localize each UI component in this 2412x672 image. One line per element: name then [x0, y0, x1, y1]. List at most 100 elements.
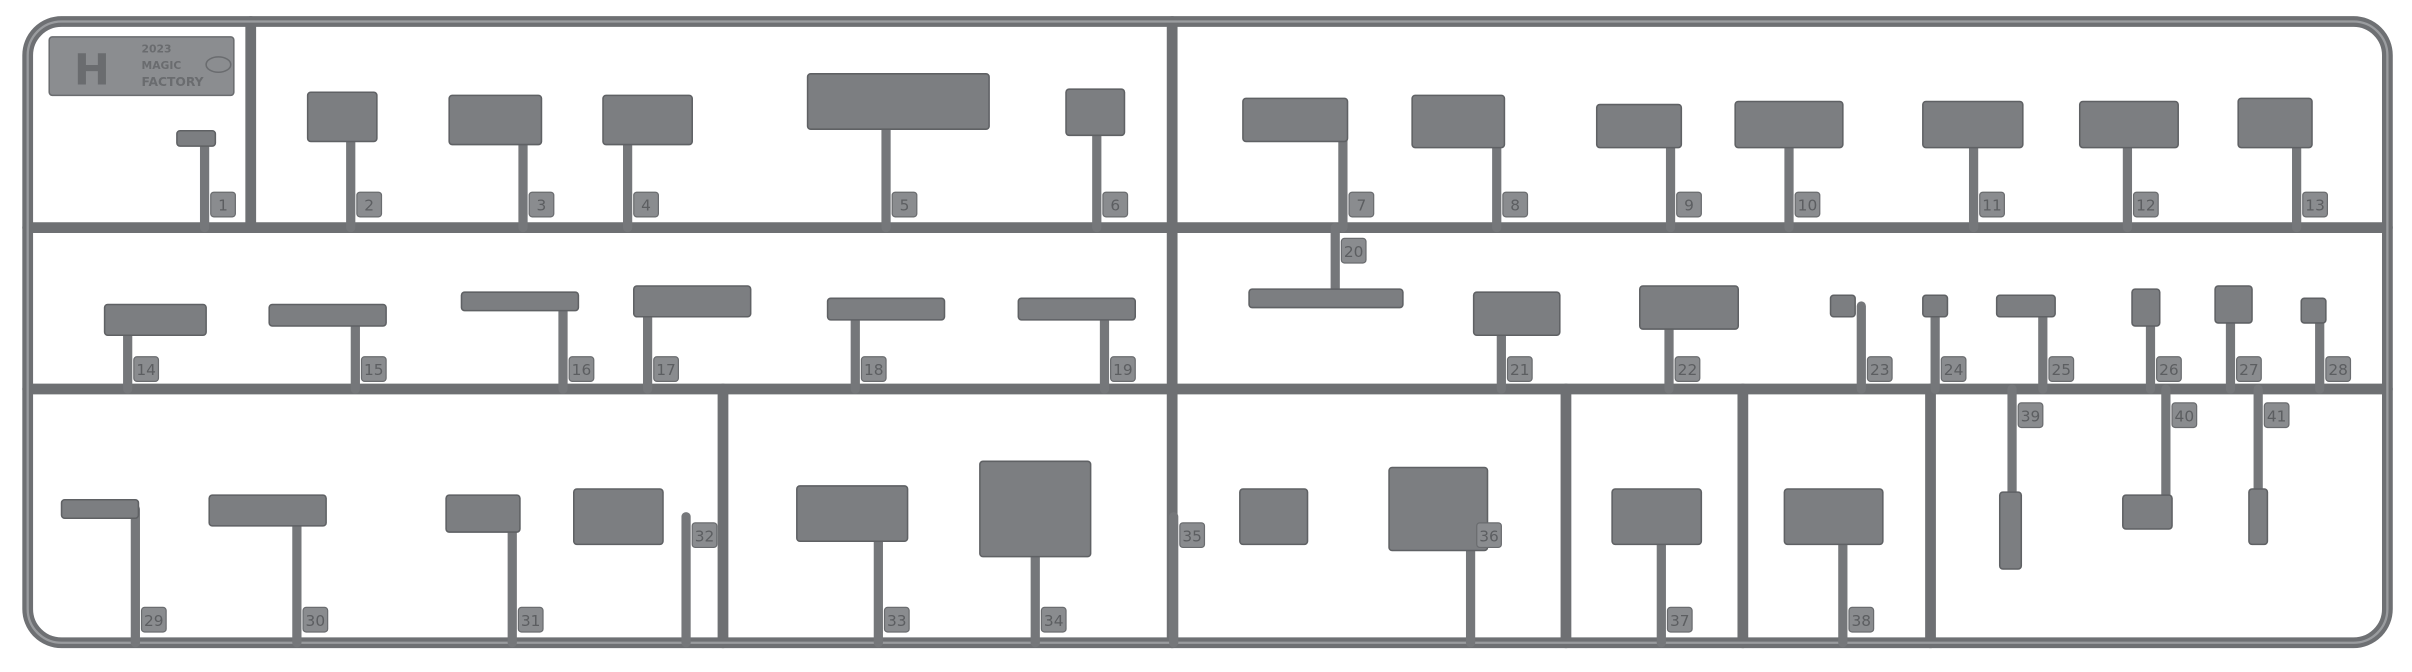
part-number: 16 [572, 361, 592, 379]
sprue-part-6: 6 [1065, 88, 1129, 233]
part-number-tag [302, 606, 329, 633]
part-shape [60, 499, 140, 519]
part-number: 39 [2021, 407, 2041, 425]
sprue-part-40: 40 [2122, 384, 2198, 530]
sprue-part-30: 30 [208, 494, 329, 648]
brand-line-1: MAGIC [142, 59, 182, 72]
part-number: 34 [1044, 612, 1064, 630]
sprue-part-10: 10 [1734, 100, 1844, 233]
sprue-part-39: 39 [1998, 384, 2044, 570]
sprue-part-12: 12 [2078, 100, 2179, 233]
sprue-part-17: 17 [632, 285, 752, 394]
part-number-tag [517, 606, 544, 633]
part-number: 40 [2175, 407, 2195, 425]
mountain-logo-icon [205, 56, 232, 74]
sprue-part-29: 29 [60, 499, 167, 648]
part-number: 11 [1982, 197, 2002, 215]
part-number-tag [1506, 356, 1533, 382]
sprue-part-21: 21 [1472, 291, 1561, 394]
part-number: 29 [144, 612, 164, 630]
part-number: 9 [1684, 197, 1694, 215]
part-shape [103, 303, 207, 336]
part-number-tag [653, 356, 679, 382]
part-number-tag [1179, 522, 1206, 549]
part-shape [2248, 488, 2269, 546]
part-number: 19 [1113, 361, 1133, 379]
part-number-tag [1110, 356, 1136, 382]
part-number-tag [2236, 356, 2262, 382]
part-shape [2078, 100, 2179, 149]
part-shape [1065, 88, 1126, 137]
part-shape [448, 94, 543, 146]
part-shape [806, 73, 990, 130]
sprue-part-15: 15 [268, 303, 387, 394]
part-shape [2214, 285, 2253, 324]
part-number: 7 [1356, 197, 1366, 215]
part-number: 8 [1510, 197, 1520, 215]
part-number-tag [1674, 356, 1701, 382]
part-number-tag [2156, 356, 2182, 382]
part-number-tag [1848, 606, 1875, 633]
part-shape [2131, 288, 2161, 327]
part-number: 6 [1110, 197, 1120, 215]
part-shape [1922, 100, 2024, 149]
part-number: 24 [1944, 361, 1964, 379]
part-number: 36 [1479, 527, 1499, 545]
part-number: 37 [1670, 612, 1690, 630]
part-shape [1248, 288, 1404, 309]
part-number: 31 [521, 612, 541, 630]
part-number-tag [1102, 191, 1129, 218]
part-number-tag [2171, 402, 2198, 429]
part-number-tag [1676, 191, 1702, 218]
part-number-tag [633, 191, 659, 218]
sprue-part-8: 8 [1411, 94, 1529, 233]
sprue-part-33: 33 [796, 485, 910, 648]
part-shape [1242, 97, 1349, 143]
part-number: 27 [2239, 361, 2259, 379]
part-number-tag [2302, 191, 2329, 218]
part-number: 30 [306, 612, 326, 630]
part-shape [632, 285, 752, 318]
part-number: 17 [656, 361, 676, 379]
part-number-tag [1866, 356, 1893, 382]
part-number: 10 [1798, 197, 1818, 215]
sprue-part-25: 25 [1995, 294, 2075, 394]
sprue-part-1: 1 [176, 129, 236, 233]
sprue-part-18: 18 [826, 297, 946, 394]
part-number: 4 [641, 197, 651, 215]
part-shape [1017, 297, 1137, 321]
part-shape [176, 129, 217, 147]
part-number-tag [360, 356, 387, 382]
sprue-part-38: 38 [1783, 488, 1884, 648]
part-shape [1411, 94, 1506, 149]
part-number-tag [2017, 402, 2044, 429]
part-shape [1639, 285, 1740, 330]
part-shape [2237, 97, 2313, 149]
part-shape [1922, 294, 1949, 318]
part-shape [1995, 294, 2056, 318]
part-shape [796, 485, 909, 543]
part-shape [979, 460, 1092, 558]
part-number: 5 [900, 197, 910, 215]
part-number: 23 [1870, 361, 1890, 379]
sprue-part-37: 37 [1611, 488, 1703, 648]
part-number-tag [1348, 191, 1375, 218]
part-number: 26 [2159, 361, 2179, 379]
sprue-part-32: 32 [573, 488, 718, 648]
part-number: 1 [218, 197, 228, 215]
part-number-tag [528, 191, 555, 218]
part-number-tag [1476, 522, 1502, 549]
sprue-part-20: 20 [1248, 222, 1404, 309]
part-shape [1595, 103, 1683, 149]
sprue-part-9: 9 [1595, 103, 1702, 233]
part-number: 18 [864, 361, 884, 379]
sprue-part-27: 27 [2214, 285, 2262, 394]
sprue-part-19: 19 [1017, 297, 1137, 394]
sprue-part-36: 36 [1388, 466, 1502, 648]
part-shape [1783, 488, 1884, 546]
sprue-part-7: 7 [1242, 97, 1375, 233]
sprue-part-13: 13 [2237, 97, 2329, 233]
part-shape [1472, 291, 1561, 336]
part-number: 22 [1678, 361, 1698, 379]
